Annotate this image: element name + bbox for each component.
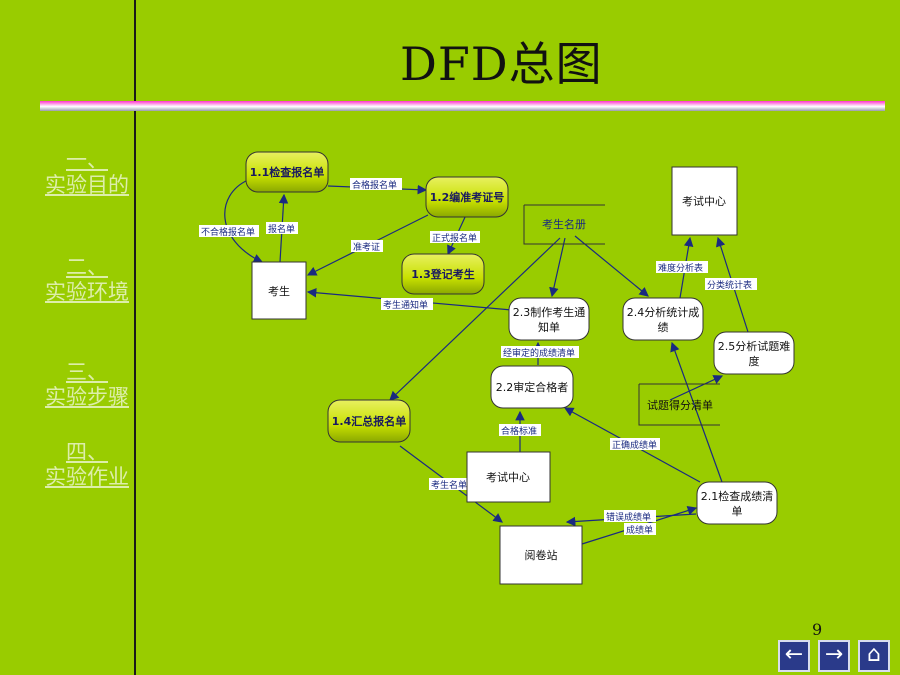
process-2-4: 2.4分析统计成绩 <box>622 297 704 341</box>
prev-button[interactable]: ← <box>778 640 810 672</box>
flow-arrow <box>224 179 264 263</box>
process-2-3: 2.3制作考生通知单 <box>508 297 590 341</box>
datastore-label: 考生名册 <box>542 217 586 231</box>
nav-label: 实验步骤 <box>45 385 129 409</box>
nav-number: 二、 <box>66 255 108 279</box>
entity-label: 考试中心 <box>682 195 726 208</box>
title-underline-stripe <box>40 101 885 111</box>
flow-arrow <box>574 235 649 297</box>
flow-label: 报名单 <box>268 223 295 235</box>
nav-link-purpose[interactable]: 一、 实验目的 <box>40 148 134 198</box>
entity-exam-center-mid: 考试中心 <box>466 451 551 503</box>
datastore-roster: 考生名册 <box>523 204 605 245</box>
process-2-1: 2.1检查成绩清单 <box>696 481 778 525</box>
home-button[interactable]: ⌂ <box>858 640 890 672</box>
nav-label: 实验环境 <box>45 280 129 304</box>
nav-label: 实验作业 <box>45 465 129 489</box>
flow-label: 正式报名单 <box>432 232 477 244</box>
process-label: 1.4汇总报名单 <box>332 414 407 428</box>
entity-exam-center-top: 考试中心 <box>671 166 738 236</box>
flow-label: 成绩单 <box>626 524 653 536</box>
entity-grading-station: 阅卷站 <box>499 525 583 585</box>
datastore-question-scores: 试题得分清单 <box>638 383 720 426</box>
flow-label: 不合格报名单 <box>201 226 255 238</box>
sidebar-divider <box>134 0 136 675</box>
flow-label: 正确成绩单 <box>612 439 657 451</box>
flow-label: 准考证 <box>353 242 380 253</box>
entity-label: 考生 <box>268 284 290 298</box>
nav-label: 实验目的 <box>45 173 129 197</box>
flow-arrow <box>669 375 724 401</box>
process-label: 2.3制作考生通知单 <box>513 305 586 334</box>
entity-student: 考生 <box>251 261 307 320</box>
process-1-1: 1.1检查报名单 <box>245 151 329 193</box>
process-2-2: 2.2审定合格者 <box>490 365 574 409</box>
home-icon: ⌂ <box>867 642 881 667</box>
arrow-right-icon: → <box>824 642 844 667</box>
nav-link-homework[interactable]: 四、 实验作业 <box>40 440 134 490</box>
nav-link-steps[interactable]: 三、 实验步骤 <box>40 360 134 410</box>
process-label: 1.1检查报名单 <box>250 165 325 179</box>
arrow-left-icon: ← <box>784 642 804 667</box>
nav-number: 三、 <box>66 360 108 384</box>
flow-label: 分类统计表 <box>707 279 752 291</box>
process-label: 2.5分析试题难度 <box>718 339 791 368</box>
next-button[interactable]: → <box>818 640 850 672</box>
flow-label: 合格标准 <box>501 425 537 437</box>
process-label: 2.4分析统计成绩 <box>627 305 700 334</box>
nav-number: 一、 <box>66 148 108 172</box>
process-1-4: 1.4汇总报名单 <box>327 399 411 443</box>
process-label: 1.2编准考证号 <box>430 190 505 204</box>
page-title: DFD总图 <box>400 37 603 91</box>
process-label: 1.3登记考生 <box>411 267 475 281</box>
page-number: 9 <box>812 620 823 639</box>
process-1-3: 1.3登记考生 <box>401 253 485 295</box>
process-2-5: 2.5分析试题难度 <box>713 331 795 375</box>
flow-label: 考生通知单 <box>383 299 428 311</box>
flow-label: 难度分析表 <box>658 262 703 274</box>
entity-label: 阅卷站 <box>525 548 558 562</box>
flow-label: 经审定的成绩清单 <box>503 347 575 359</box>
nav-link-environment[interactable]: 二、 实验环境 <box>40 255 134 305</box>
datastore-label: 试题得分清单 <box>647 399 713 412</box>
process-label: 2.2审定合格者 <box>496 380 569 394</box>
flow-label: 错误成绩单 <box>606 511 651 523</box>
flow-arrow <box>670 341 723 483</box>
flow-arrow <box>549 237 566 298</box>
flow-arrow <box>389 237 561 401</box>
process-1-2: 1.2编准考证号 <box>425 176 509 218</box>
nav-number: 四、 <box>66 440 108 464</box>
entity-label: 考试中心 <box>486 471 530 484</box>
flow-label: 考生名单 <box>431 479 467 491</box>
flow-label: 合格报名单 <box>352 179 397 191</box>
process-label: 2.1检查成绩清单 <box>701 489 774 518</box>
